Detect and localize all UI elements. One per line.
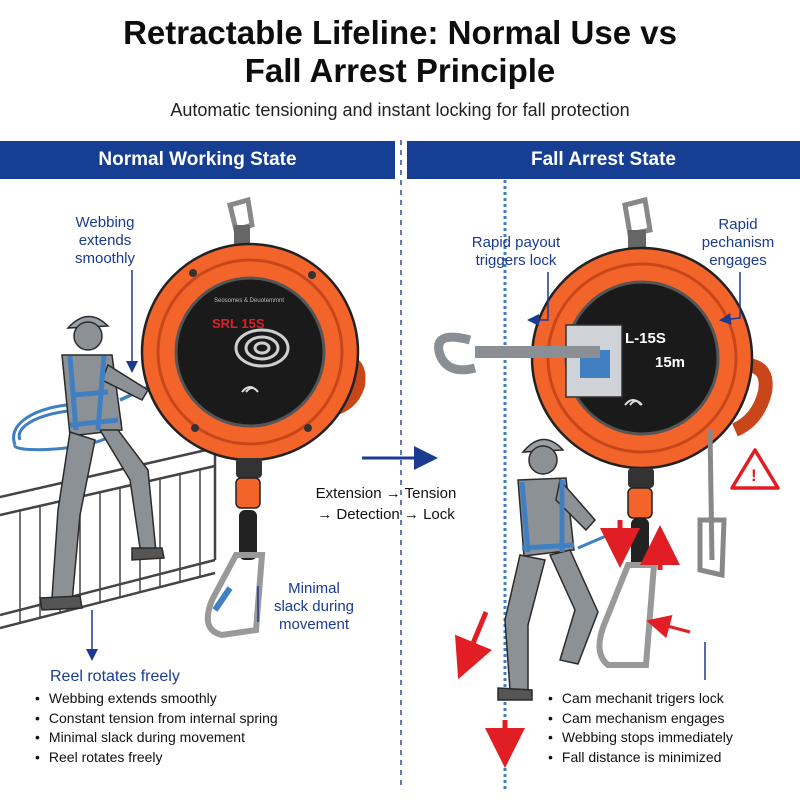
warning-symbol: ! xyxy=(751,466,757,485)
right-bullet: Webbing stops immediately xyxy=(548,728,733,748)
callout-line-payout xyxy=(527,272,549,326)
callout-mechanism-line3: engages xyxy=(709,252,767,269)
callout-payout-line2: triggers lock xyxy=(475,252,557,269)
process-flow-text: Extension → Tension → Detection → Lock xyxy=(298,483,474,525)
callout-slack: Minimal slack during movement xyxy=(264,580,364,634)
callout-payout: Rapid payout triggers lock xyxy=(452,234,580,270)
harness-right xyxy=(519,480,621,553)
title-line-1: Retractable Lifeline: Normal Use vs xyxy=(123,14,677,51)
right-bullet-list: Cam mechanit trigers lock Cam mechanism … xyxy=(548,689,733,767)
subtitle: Automatic tensioning and instant locking… xyxy=(170,100,630,120)
callout-mechanism: Rapid pechanism engages xyxy=(688,216,788,270)
fall-arrest-heading: Fall Arrest State xyxy=(407,141,800,179)
title-line-2: Fall Arrest Principle xyxy=(244,52,556,89)
right-bullet: Cam mechanism engages xyxy=(548,709,733,729)
red-arrows xyxy=(454,520,691,768)
harness-left xyxy=(67,355,119,431)
callout-reel: Reel rotates freely xyxy=(50,668,180,685)
device-small-text-left: Seosomes & Deuotemmnt xyxy=(214,298,285,304)
hook-connector xyxy=(434,332,600,375)
process-line-1: Extension → Tension xyxy=(315,485,457,502)
normal-state-heading: Normal Working State xyxy=(0,141,395,179)
callout-payout-line1: Rapid payout xyxy=(471,234,561,251)
callout-webbing-line1: Webbing xyxy=(75,214,135,231)
callout-slack-line1: Minimal xyxy=(288,580,340,597)
device-label-left: SRL 15S xyxy=(212,316,265,331)
device-label-right: L-15S xyxy=(625,330,666,347)
device-length-right: 15m xyxy=(655,354,686,371)
callout-line-mechanism xyxy=(719,272,741,325)
callout-slack-line2: slack during xyxy=(273,598,355,615)
srl-device-left xyxy=(140,196,366,639)
scaffold xyxy=(0,446,217,630)
callout-mechanism-line2: pechanism xyxy=(701,234,775,251)
callout-webbing-line2: extends xyxy=(78,232,132,249)
worker-right xyxy=(497,438,599,701)
callout-webbing: Webbing extends smoothly xyxy=(50,214,160,268)
left-bullet: Constant tension from internal spring xyxy=(35,709,278,729)
left-bullet: Webbing extends smoothly xyxy=(35,689,278,709)
right-bullet: Cam mechanit trigers lock xyxy=(548,689,733,709)
left-bullet: Minimal slack during movement xyxy=(35,728,278,748)
callout-slack-line3: movement xyxy=(278,616,350,633)
right-bullet: Fall distance is minimized xyxy=(548,748,733,768)
process-line-2: → Detection → Lock xyxy=(317,506,455,523)
left-bullet-list: Webbing extends smoothly Constant tensio… xyxy=(35,689,278,767)
left-bullet: Reel rotates freely xyxy=(35,748,278,768)
warning-icon xyxy=(730,448,780,490)
callout-mechanism-line1: Rapid xyxy=(718,216,758,233)
callout-webbing-line3: smoothly xyxy=(74,250,136,267)
